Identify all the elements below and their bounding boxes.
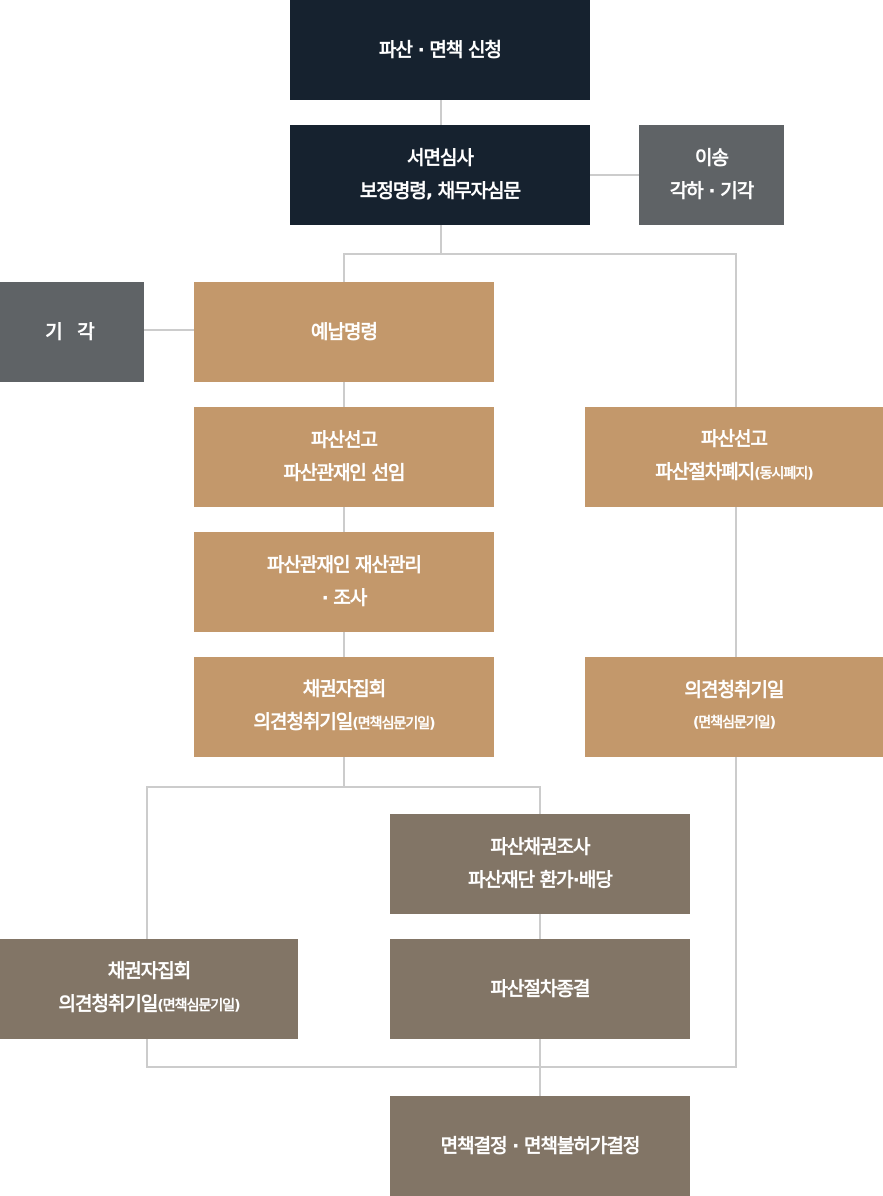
node-label: 파산절차폐지	[655, 461, 755, 483]
connector	[146, 786, 540, 788]
connector	[440, 100, 442, 125]
connector	[590, 174, 639, 176]
connector	[735, 507, 737, 657]
connector	[539, 786, 541, 814]
connector	[144, 329, 194, 331]
node-deposit: 예납명령	[194, 282, 494, 382]
node-label: 파산관재인 선임	[283, 462, 406, 484]
node-label: 서면심사	[407, 147, 474, 169]
connector	[735, 757, 737, 1068]
node-manage: 파산관재인 재산관리 · 조사	[194, 532, 494, 632]
node-label: 보정명령, 채무자심문	[359, 180, 521, 202]
node-declare-abolish: 파산선고 파산절차폐지(동시폐지)	[585, 407, 883, 507]
node-label: 채권자집회	[107, 960, 191, 982]
node-label: 파산선고	[311, 429, 378, 451]
node-label: 파산선고	[701, 428, 768, 450]
node-label: 채권자집회	[302, 678, 386, 700]
node-label: 파산 · 면책 신청	[379, 38, 502, 61]
node-hearing: 의견청취기일 (면책심문기일)	[585, 657, 883, 757]
node-label: 각하 · 기각	[669, 180, 754, 202]
node-review: 서면심사 보정명령, 채무자심문	[290, 125, 590, 225]
node-note: (면책심문기일)	[157, 998, 240, 1014]
connector	[146, 1039, 148, 1068]
connector	[343, 382, 345, 407]
node-dismiss: 기 각	[0, 282, 144, 382]
node-apply: 파산 · 면책 신청	[290, 0, 590, 100]
node-label: 의견청취기일	[684, 679, 785, 701]
node-label: 의견청취기일	[253, 711, 354, 733]
node-decision: 면책결정 · 면책불허가결정	[390, 1096, 690, 1196]
connector	[440, 225, 442, 255]
node-label: 면책결정 · 면책불허가결정	[440, 1134, 641, 1157]
node-label: 이송	[695, 147, 729, 169]
node-label: 의견청취기일	[58, 993, 159, 1015]
node-close: 파산절차종결	[390, 939, 690, 1039]
node-note: (면책심문기일)	[692, 715, 776, 731]
connector	[146, 786, 148, 939]
connector	[735, 253, 737, 407]
node-label: 예납명령	[311, 320, 378, 343]
node-label: 파산재단 환가·배당	[468, 869, 613, 891]
node-label: 파산채권조사	[490, 836, 591, 858]
node-declare: 파산선고 파산관재인 선임	[194, 407, 494, 507]
node-transfer: 이송 각하 · 기각	[639, 125, 784, 225]
node-meeting2: 채권자집회 의견청취기일(면책심문기일)	[0, 939, 298, 1039]
node-investigate: 파산채권조사 파산재단 환가·배당	[390, 814, 690, 914]
connector	[539, 914, 541, 939]
node-label: 파산절차종결	[490, 977, 591, 1000]
node-label: · 조사	[321, 587, 368, 609]
node-label: 기 각	[45, 320, 99, 343]
connector	[343, 507, 345, 532]
connector	[343, 253, 737, 255]
connector	[343, 757, 345, 788]
connector	[343, 253, 345, 282]
connector	[343, 632, 345, 657]
node-note: (동시폐지)	[754, 466, 813, 482]
connector	[146, 1066, 737, 1068]
node-label: 파산관재인 재산관리	[267, 554, 422, 576]
node-meeting: 채권자집회 의견청취기일(면책심문기일)	[194, 657, 494, 757]
node-note: (면책심문기일)	[352, 716, 435, 732]
